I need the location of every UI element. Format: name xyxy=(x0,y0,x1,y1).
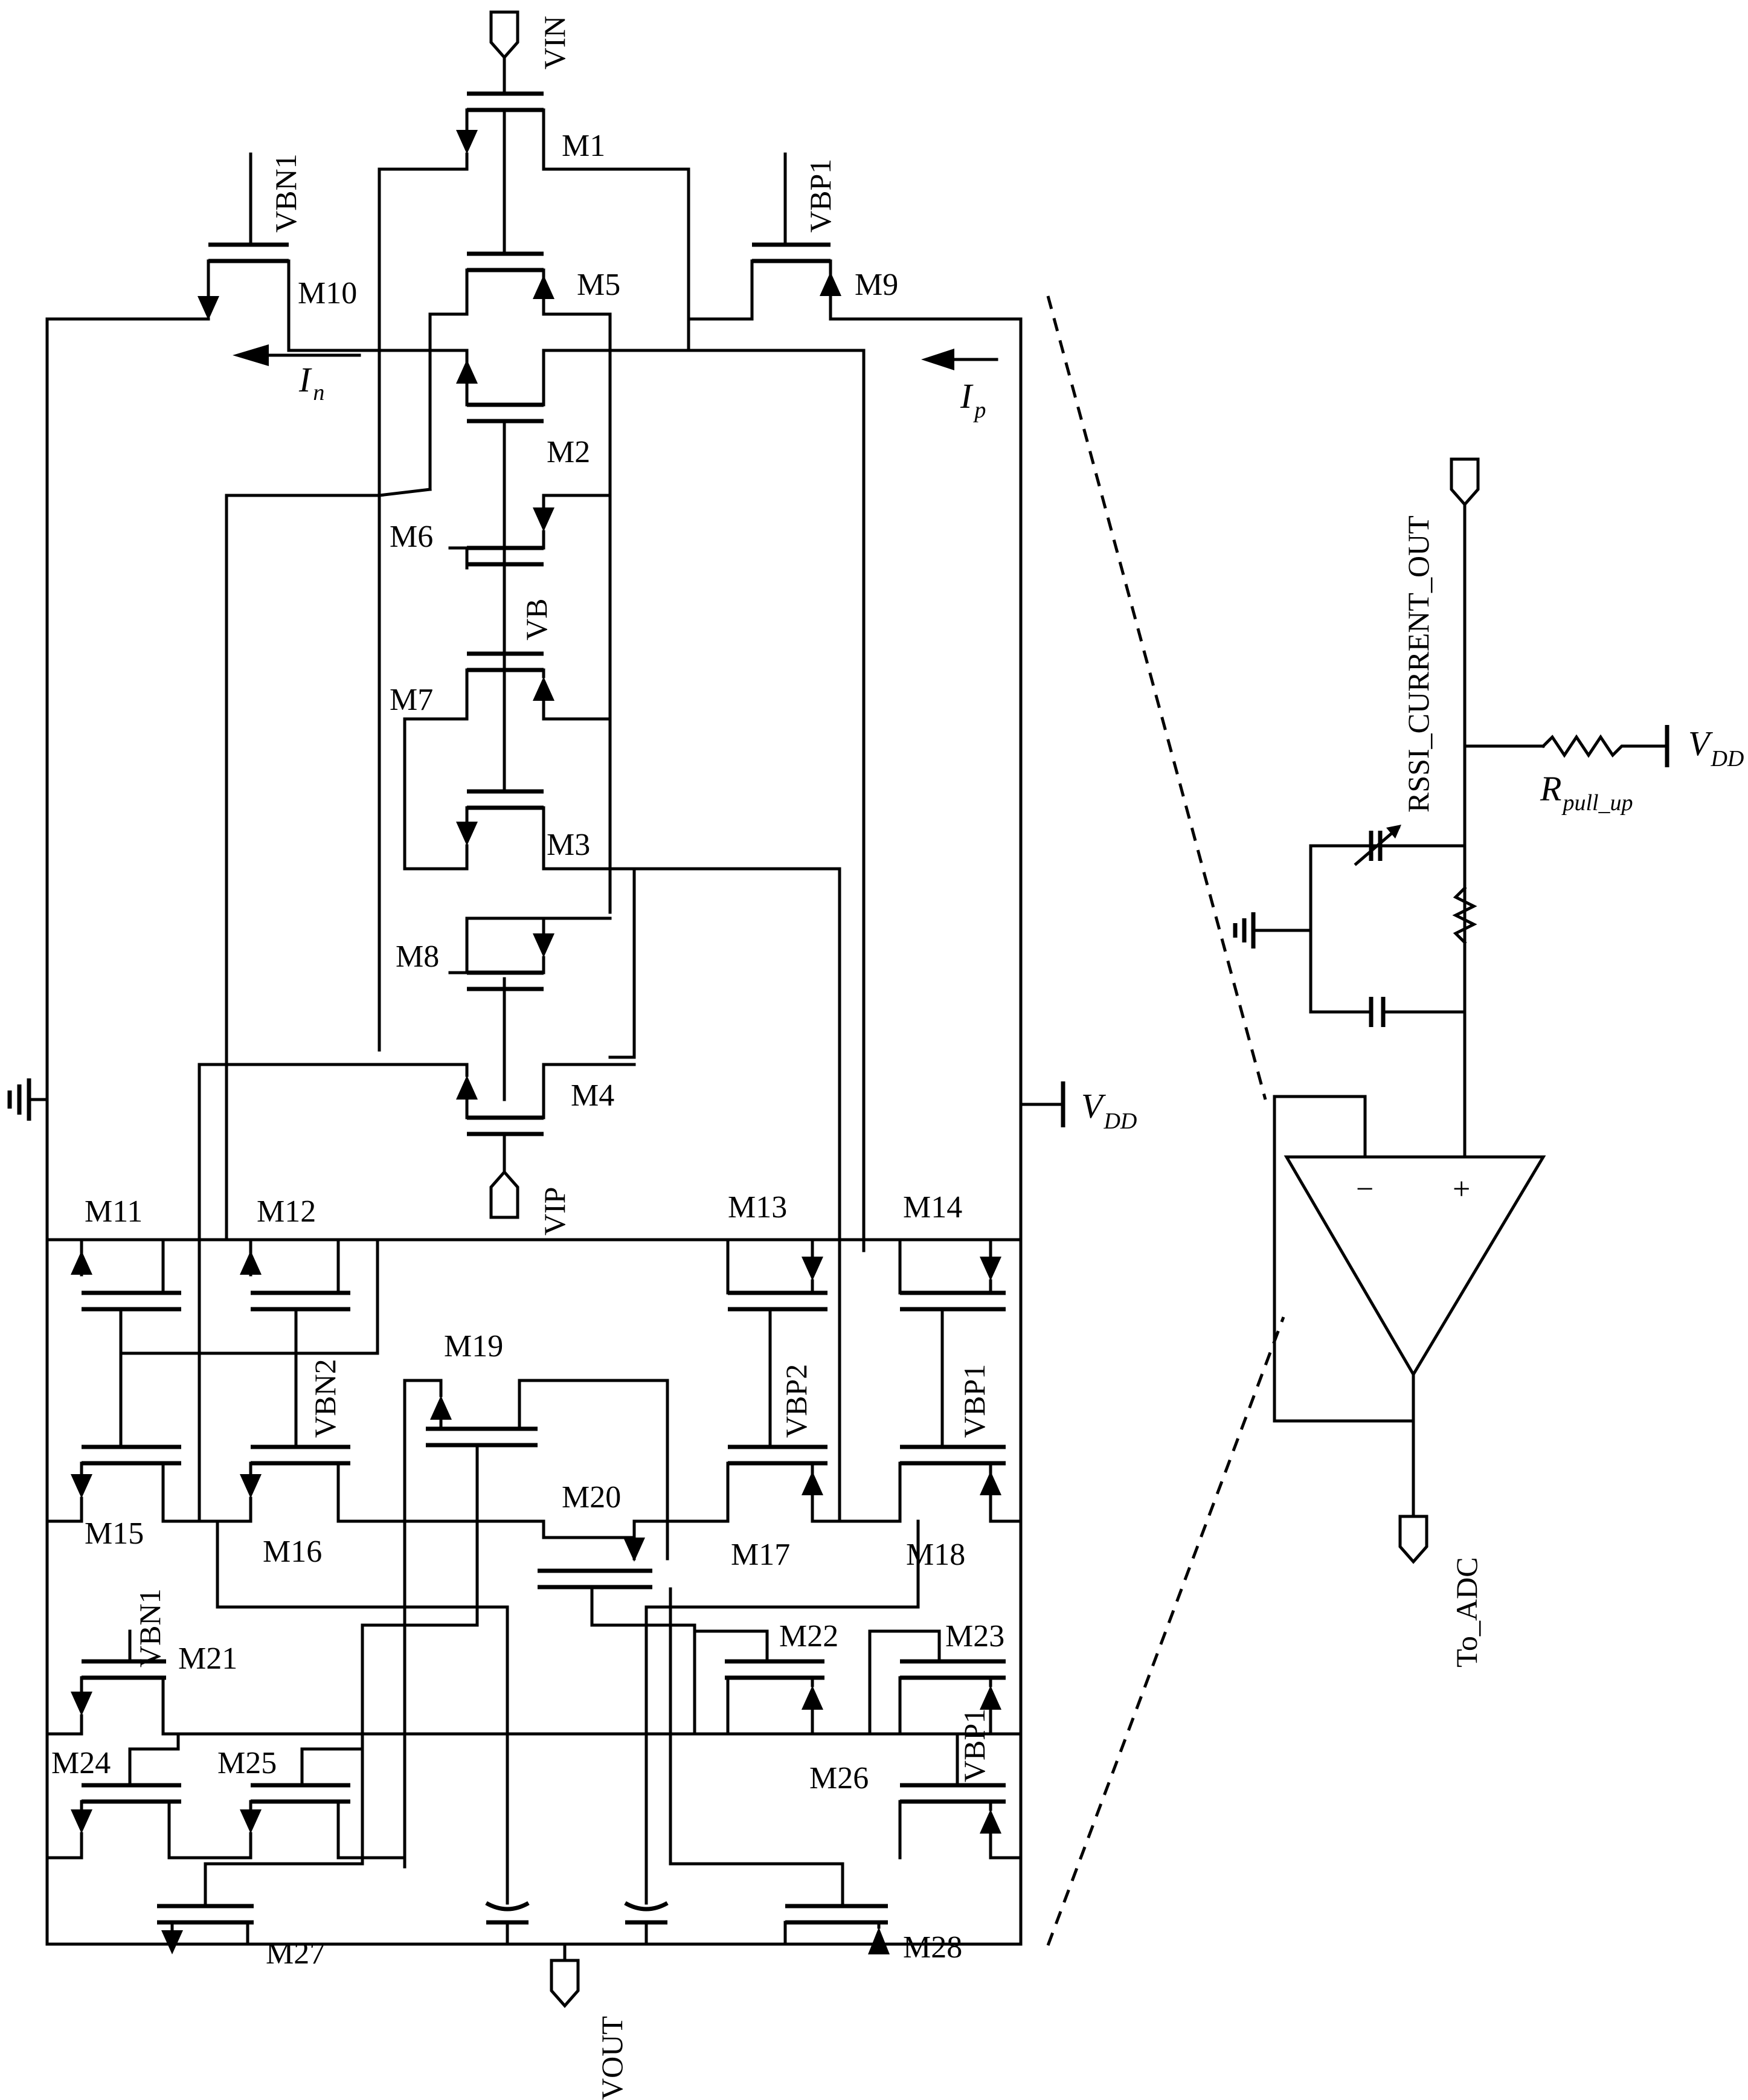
label-m9: M9 xyxy=(855,268,898,302)
label-m17: M17 xyxy=(731,1538,790,1572)
ground-symbol-right xyxy=(1233,912,1313,949)
label-m28: M28 xyxy=(903,1930,962,1965)
label-rpullup: Rpull_up xyxy=(1540,769,1633,816)
label-vip: VIP xyxy=(538,1187,571,1235)
transistor-m3 xyxy=(456,789,545,871)
transistor-m6 xyxy=(465,494,554,570)
transistor-m26 xyxy=(898,1783,1006,1860)
transistor-m14 xyxy=(898,1238,1006,1312)
label-m11: M11 xyxy=(85,1194,143,1229)
zoom-line-top xyxy=(1046,295,1267,1100)
vin-port xyxy=(489,10,519,95)
transistor-m9 xyxy=(750,259,841,321)
label-opamp-plus: + xyxy=(1453,1172,1470,1206)
label-rssi: RSSI_CURRENT_OUT xyxy=(1401,515,1435,813)
transistor-m17 xyxy=(726,1445,827,1523)
label-m1: M1 xyxy=(562,129,605,163)
ground-symbol-left xyxy=(7,1078,49,1121)
label-vbp1-top: VBP1 xyxy=(803,159,837,233)
label-vbp1-bottom: VBP1 xyxy=(957,1709,991,1782)
label-opamp-minus: − xyxy=(1356,1172,1374,1206)
op-amp xyxy=(1284,1155,1546,1377)
vip-port xyxy=(489,1170,519,1219)
output-capacitor-left xyxy=(485,1901,530,1946)
label-vbn2: VBN2 xyxy=(308,1359,342,1438)
current-in-arrow xyxy=(233,344,361,366)
transistor-m4 xyxy=(456,1063,545,1136)
label-m14: M14 xyxy=(903,1190,962,1225)
label-m21: M21 xyxy=(178,1641,237,1676)
label-vbn1-bottom: VBN1 xyxy=(133,1588,167,1667)
label-vdd-right: VDD xyxy=(1688,724,1744,771)
label-m24: M24 xyxy=(51,1746,111,1780)
transistor-m8 xyxy=(465,916,554,991)
label-m19: M19 xyxy=(444,1329,503,1364)
label-to-adc: To_ADC xyxy=(1450,1557,1483,1667)
transistor-m20 xyxy=(538,1536,696,1627)
label-vb: VB xyxy=(519,599,553,640)
label-vbn1-top: VBN1 xyxy=(269,153,303,233)
transistor-m24 xyxy=(71,1732,181,1860)
transistor-m22 xyxy=(693,1623,824,1736)
vbn1-bottom-gate xyxy=(82,1629,166,1680)
transistor-m12 xyxy=(240,1238,350,1312)
label-m22: M22 xyxy=(779,1619,838,1654)
label-m15: M15 xyxy=(85,1516,144,1551)
label-vbp1-mid: VBP1 xyxy=(957,1364,991,1438)
label-m4: M4 xyxy=(571,1078,614,1113)
label-vdd-left: VDD xyxy=(1081,1086,1137,1134)
current-ip-arrow xyxy=(921,349,998,370)
variable-capacitor xyxy=(1354,825,1401,866)
vout-port xyxy=(550,1942,580,2008)
transistor-m28 xyxy=(669,1862,890,1954)
label-vbp2: VBP2 xyxy=(779,1364,813,1438)
transistor-m13 xyxy=(726,1238,827,1312)
label-m25: M25 xyxy=(217,1746,277,1780)
label-m8: M8 xyxy=(396,939,439,974)
output-capacitor-right xyxy=(624,1901,669,1946)
transistor-m15 xyxy=(71,1445,181,1523)
label-m12: M12 xyxy=(257,1194,316,1229)
label-m6: M6 xyxy=(390,520,433,554)
zoom-line-bottom xyxy=(1046,1316,1285,1946)
transistor-m16 xyxy=(240,1445,350,1523)
transistor-m23 xyxy=(868,1629,1006,1736)
transistor-m1 xyxy=(456,91,545,171)
label-m23: M23 xyxy=(945,1619,1004,1654)
transistor-m21 xyxy=(71,1676,1023,1736)
label-m13: M13 xyxy=(728,1190,787,1225)
to-adc-port xyxy=(1398,1515,1428,1564)
label-m27: M27 xyxy=(266,1936,325,1971)
label-m18: M18 xyxy=(906,1538,965,1572)
transistor-m7 xyxy=(465,651,554,721)
shunt-capacitor xyxy=(1369,997,1386,1027)
label-m16: M16 xyxy=(263,1535,322,1569)
label-m10: M10 xyxy=(298,276,357,311)
outer-vdd-rail xyxy=(829,317,1065,1946)
transistor-m11 xyxy=(71,1238,181,1312)
label-m2: M2 xyxy=(547,435,590,469)
outer-ground-rail xyxy=(45,317,1023,1946)
pull-up-resistor xyxy=(1541,734,1669,758)
label-vin: VIN xyxy=(538,16,571,69)
label-m5: M5 xyxy=(577,268,620,302)
label-m26: M26 xyxy=(809,1761,869,1796)
vbn1-top-gate xyxy=(208,152,289,263)
label-m20: M20 xyxy=(562,1480,621,1515)
transistor-m18 xyxy=(898,1445,1006,1523)
transistor-m5 xyxy=(465,251,554,316)
label-m7: M7 xyxy=(390,683,433,717)
transistor-m2 xyxy=(456,349,545,424)
label-m3: M3 xyxy=(547,828,590,862)
transistor-m25 xyxy=(240,1747,364,1860)
series-resistor xyxy=(1452,886,1477,945)
transistor-m27 xyxy=(157,1862,254,1954)
vbp1-top-gate xyxy=(752,152,831,263)
rssi-port xyxy=(1450,457,1480,507)
transistor-m10 xyxy=(198,259,291,352)
label-vout: VOUT xyxy=(595,2016,629,2100)
